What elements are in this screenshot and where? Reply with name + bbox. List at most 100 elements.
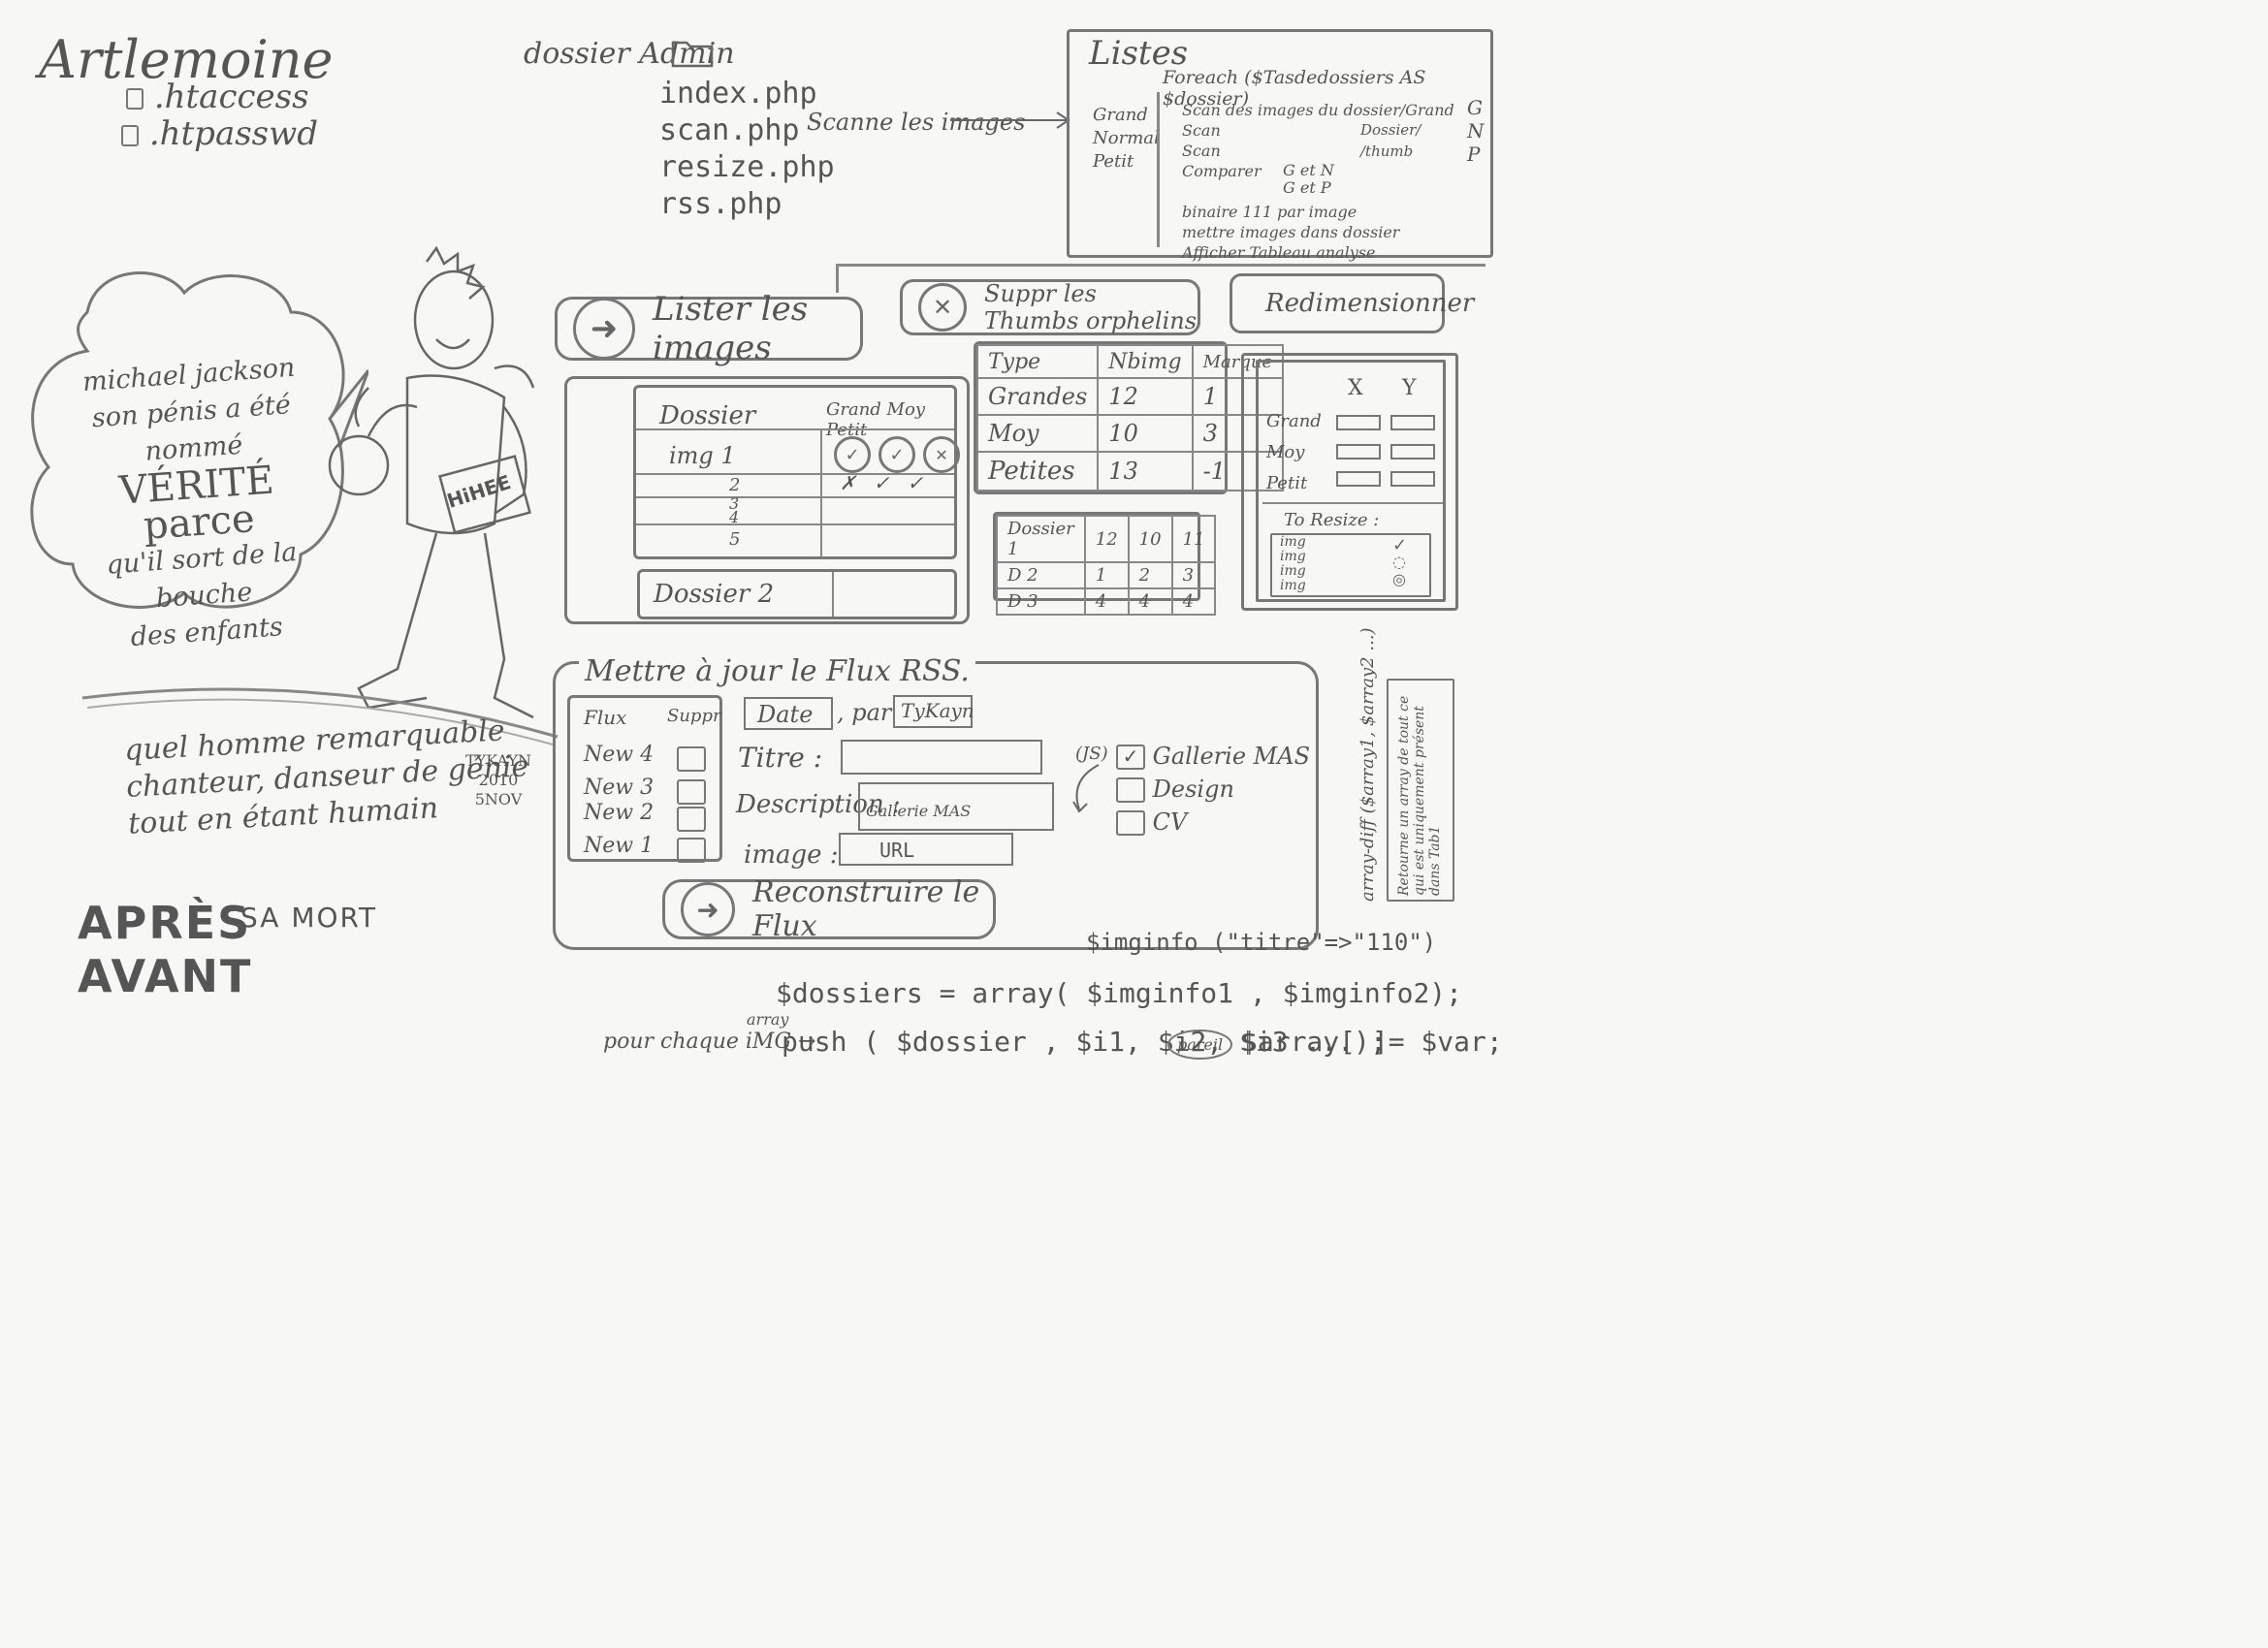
checkbox[interactable] xyxy=(1116,810,1145,836)
description-label: Description : xyxy=(736,790,901,819)
flux-item[interactable]: New 3 xyxy=(584,776,655,800)
avant-label: AVANT xyxy=(78,950,253,1002)
value-cell: 4 xyxy=(1083,587,1130,616)
redimensionner-button[interactable]: Redimensionner xyxy=(1230,273,1474,333)
root-file-htaccess: .htaccess xyxy=(126,78,309,116)
file-icon xyxy=(126,88,144,110)
value-cell: 2 xyxy=(1127,561,1173,589)
file-label: .htaccess xyxy=(153,78,309,116)
row-4[interactable]: 4 xyxy=(729,508,740,526)
to-resize-label: To Resize : xyxy=(1284,510,1380,530)
category-cv[interactable]: CV xyxy=(1116,806,1310,839)
file-icon xyxy=(121,125,139,146)
arrow-right-icon: ➜ xyxy=(573,298,635,360)
img-item[interactable]: img xyxy=(1280,563,1306,579)
grand-x-input[interactable] xyxy=(1336,415,1381,430)
marque-cell: 3 xyxy=(1191,414,1285,453)
category-gallerie[interactable]: ✓ Gallerie MAS xyxy=(1116,740,1310,773)
col-nbimg: Nbimg xyxy=(1097,343,1194,380)
speech-bubble xyxy=(30,271,368,609)
type-cell: Moy xyxy=(975,414,1100,453)
flux-item[interactable]: New 2 xyxy=(584,801,655,825)
admin-file[interactable]: resize.php xyxy=(659,150,835,184)
lister-images-button[interactable]: ➜ Lister les images xyxy=(555,290,863,367)
value-cell: 4 xyxy=(1127,587,1173,616)
delete-checkbox[interactable] xyxy=(677,838,706,863)
img-item[interactable]: img xyxy=(1280,578,1306,593)
titre-input[interactable] xyxy=(841,740,1042,775)
dossiers-panel: Dossier Grand Moy Petit img 1 ✓ ✓ ✕ 2 ✗✓… xyxy=(564,376,970,624)
flux-header: Flux xyxy=(584,706,627,729)
suppr-label: Suppr les Thumbs orphelins xyxy=(984,280,1198,334)
petit-y-input[interactable] xyxy=(1390,471,1435,487)
loading-icon: ◌ xyxy=(1392,553,1406,571)
pareil-label: pareil xyxy=(1167,1030,1233,1060)
admin-file[interactable]: rss.php xyxy=(659,187,783,221)
arrow-right-icon xyxy=(950,111,1070,129)
to-resize-list: img img img img ✓ ◌ ◎ xyxy=(1270,533,1431,597)
moy-x-input[interactable] xyxy=(1336,444,1381,460)
reconstruire-flux-button[interactable]: ➜ Reconstruire le Flux xyxy=(662,875,996,943)
dossier-compare-table: Dossier 1 12 10 11 D 2 1 2 3 D 3 4 4 4 xyxy=(993,512,1217,616)
flux-item[interactable]: New 1 xyxy=(584,834,655,858)
delete-checkbox[interactable] xyxy=(677,746,706,772)
grand-y-input[interactable] xyxy=(1390,415,1435,430)
array-diff-desc-box: Retourne un array de tout ce qui est uni… xyxy=(1387,679,1454,902)
category-list: ✓ Gallerie MAS Design CV xyxy=(1116,740,1310,839)
suppr-thumbs-button[interactable]: ✕ Suppr les Thumbs orphelins xyxy=(900,279,1200,335)
description-input[interactable]: Gallerie MAS xyxy=(858,782,1054,831)
folder-icon xyxy=(671,41,714,68)
admin-file[interactable]: scan.php xyxy=(659,113,800,147)
checkbox[interactable] xyxy=(1116,777,1145,803)
flux-item[interactable]: New 4 xyxy=(584,743,655,767)
nb-cell: 10 xyxy=(1097,414,1194,453)
img-item[interactable]: img xyxy=(1280,534,1306,550)
arrow-right-icon: ➜ xyxy=(681,882,735,936)
compare-values: G et N G et P xyxy=(1283,161,1334,197)
category-design[interactable]: Design xyxy=(1116,773,1310,806)
flux-list: Flux Suppr New 4 New 3 New 2 New 1 xyxy=(567,695,722,863)
brace-line xyxy=(1157,92,1160,247)
foreach-line: Foreach ($Tasdedossiers AS $dossier) xyxy=(1163,67,1426,110)
row-3[interactable]: 3 xyxy=(729,494,740,513)
side-paths: Dossier/ /thumb xyxy=(1360,121,1421,160)
stats-table: Type Nbimg Marque Grandes 12 1 Moy 10 3 … xyxy=(974,341,1285,494)
imginfo-code: $imginfo ("titre"=>"110") xyxy=(1086,929,1437,956)
character-drawing xyxy=(328,245,535,719)
array-diff-note: array-diff ($array1, $array2 ...) xyxy=(1358,611,1379,902)
marque-cell: -1 xyxy=(1191,450,1285,492)
col-x: X xyxy=(1348,376,1363,400)
rebuild-label: Reconstruire le Flux xyxy=(752,875,980,943)
row-2[interactable]: 2 xyxy=(729,475,741,495)
titre-label: Titre : xyxy=(738,742,823,774)
value-cell: 4 xyxy=(1170,587,1217,616)
row-grand: Grand xyxy=(1266,411,1322,431)
author-field[interactable]: TyKayn xyxy=(893,695,974,728)
image-url-input[interactable]: URL xyxy=(839,833,1013,866)
nb-cell: 13 xyxy=(1097,450,1194,492)
root-file-htpasswd: .htpasswd xyxy=(121,114,318,153)
scan-note: Scanne les images xyxy=(807,109,1026,136)
gnp-list: G N P xyxy=(1467,96,1485,166)
petit-x-input[interactable] xyxy=(1336,471,1381,487)
dossiers-code: $dossiers = array( $imginfo1 , $imginfo2… xyxy=(776,977,1463,1009)
delete-checkbox[interactable] xyxy=(677,779,706,805)
size-list: Grand Normal Petit xyxy=(1093,105,1160,172)
admin-file[interactable]: index.php xyxy=(659,77,817,111)
check-circle-icon[interactable]: ✓ xyxy=(878,436,915,473)
root-title: Artlemoine xyxy=(39,29,334,90)
moy-y-input[interactable] xyxy=(1390,444,1435,460)
cross-circle-icon[interactable]: ✕ xyxy=(923,436,960,473)
dossier2-row[interactable]: Dossier 2 xyxy=(637,569,957,619)
img-item[interactable]: img xyxy=(1280,549,1306,564)
sa-mort-label: SA MORT xyxy=(240,902,378,934)
checkbox-checked[interactable]: ✓ xyxy=(1116,745,1145,770)
type-cell: Grandes xyxy=(975,377,1100,417)
check-circle-icon[interactable]: ✓ xyxy=(834,436,871,473)
delete-checkbox[interactable] xyxy=(677,807,706,832)
value-cell: 10 xyxy=(1127,515,1173,563)
row-img1[interactable]: img 1 xyxy=(669,442,736,469)
date-field[interactable]: Date xyxy=(744,697,833,730)
value-cell: 12 xyxy=(1083,515,1130,563)
row-5[interactable]: 5 xyxy=(729,529,741,550)
